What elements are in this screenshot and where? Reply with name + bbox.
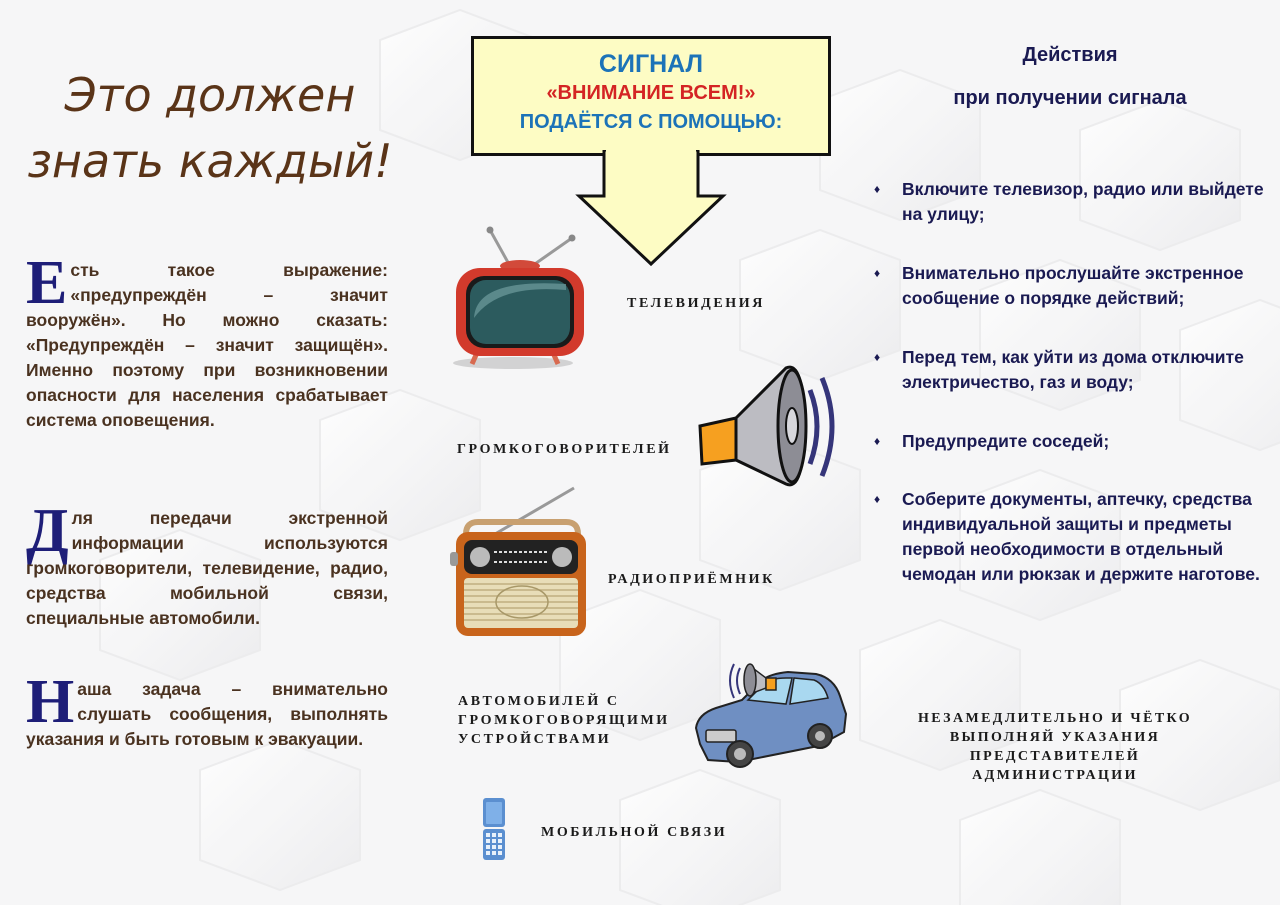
mobile-phone-icon	[483, 798, 505, 860]
diamond-bullet-icon: ♦	[874, 434, 881, 448]
diamond-bullet-icon: ♦	[874, 492, 881, 506]
signal-callout-box: СИГНАЛ «ВНИМАНИЕ ВСЕМ!» ПОДАЁТСЯ С ПОМОЩ…	[471, 36, 831, 156]
radio-icon	[450, 486, 586, 636]
tv-icon	[453, 226, 584, 369]
paragraph-text: аша задача – внимательно слушать сообщен…	[26, 679, 388, 749]
list-item: ♦ Внимательно прослушайте экстренное соо…	[874, 263, 1244, 308]
paragraph-text: сть такое выражение: «предупреждён – зна…	[26, 260, 388, 430]
channel-label-tv: ТЕЛЕВИДЕНИЯ	[627, 296, 765, 311]
actions-title: Действия при получении сигнала	[900, 34, 1240, 120]
actions-title-line-2: при получении сигнала	[953, 87, 1187, 109]
actions-title-line-1: Действия	[1022, 44, 1118, 66]
signal-title: СИГНАЛ	[598, 50, 704, 78]
list-item: ♦ Предупредите соседей;	[872, 429, 1272, 454]
signal-attention-all: «ВНИМАНИЕ ВСЕМ!»	[546, 82, 756, 104]
actions-list: ♦ Включите телевизор, радио или выйдете …	[872, 177, 1272, 587]
car-loudspeaker-icon	[694, 663, 848, 768]
title-line-2: знать каждый!	[27, 134, 393, 188]
down-arrow-icon	[575, 150, 727, 267]
signal-delivered-by: ПОДАЁТСЯ С ПОМОЩЬЮ:	[519, 111, 783, 133]
diamond-bullet-icon: ♦	[874, 182, 881, 196]
list-item: ♦ Перед тем, как уйти из дома отключите …	[874, 347, 1244, 392]
channel-label-radio: РАДИОПРИЁМНИК	[608, 572, 775, 587]
list-item: ♦ Включите телевизор, радио или выйдете …	[874, 179, 1264, 224]
channel-label-cars: АВТОМОБИЛЕЙ С ГРОМКОГОВОРЯЩИМИ УСТРОЙСТВ…	[458, 694, 670, 747]
page-title: Это должен знать каждый!	[20, 62, 400, 194]
follow-instructions-note: НЕЗАМЕДЛИТЕЛЬНО И ЧЁТКО ВЫПОЛНЯЙ УКАЗАНИ…	[917, 711, 1193, 783]
diamond-bullet-icon: ♦	[874, 266, 881, 280]
dropcap: Е	[26, 249, 68, 317]
list-item: ♦ Соберите документы, аптечку, средства …	[874, 489, 1260, 584]
dropcap: Н	[26, 668, 75, 736]
title-line-1: Это должен	[64, 68, 356, 122]
loudspeaker-icon	[698, 365, 835, 487]
dropcap: Д	[26, 497, 69, 565]
channel-label-mobile: МОБИЛЬНОЙ СВЯЗИ	[541, 825, 728, 840]
diamond-bullet-icon: ♦	[874, 350, 881, 364]
channel-label-loudspeakers: ГРОМКОГОВОРИТЕЛЕЙ	[457, 442, 672, 457]
paragraph-text: ля передачи экстренной информации исполь…	[26, 508, 388, 628]
